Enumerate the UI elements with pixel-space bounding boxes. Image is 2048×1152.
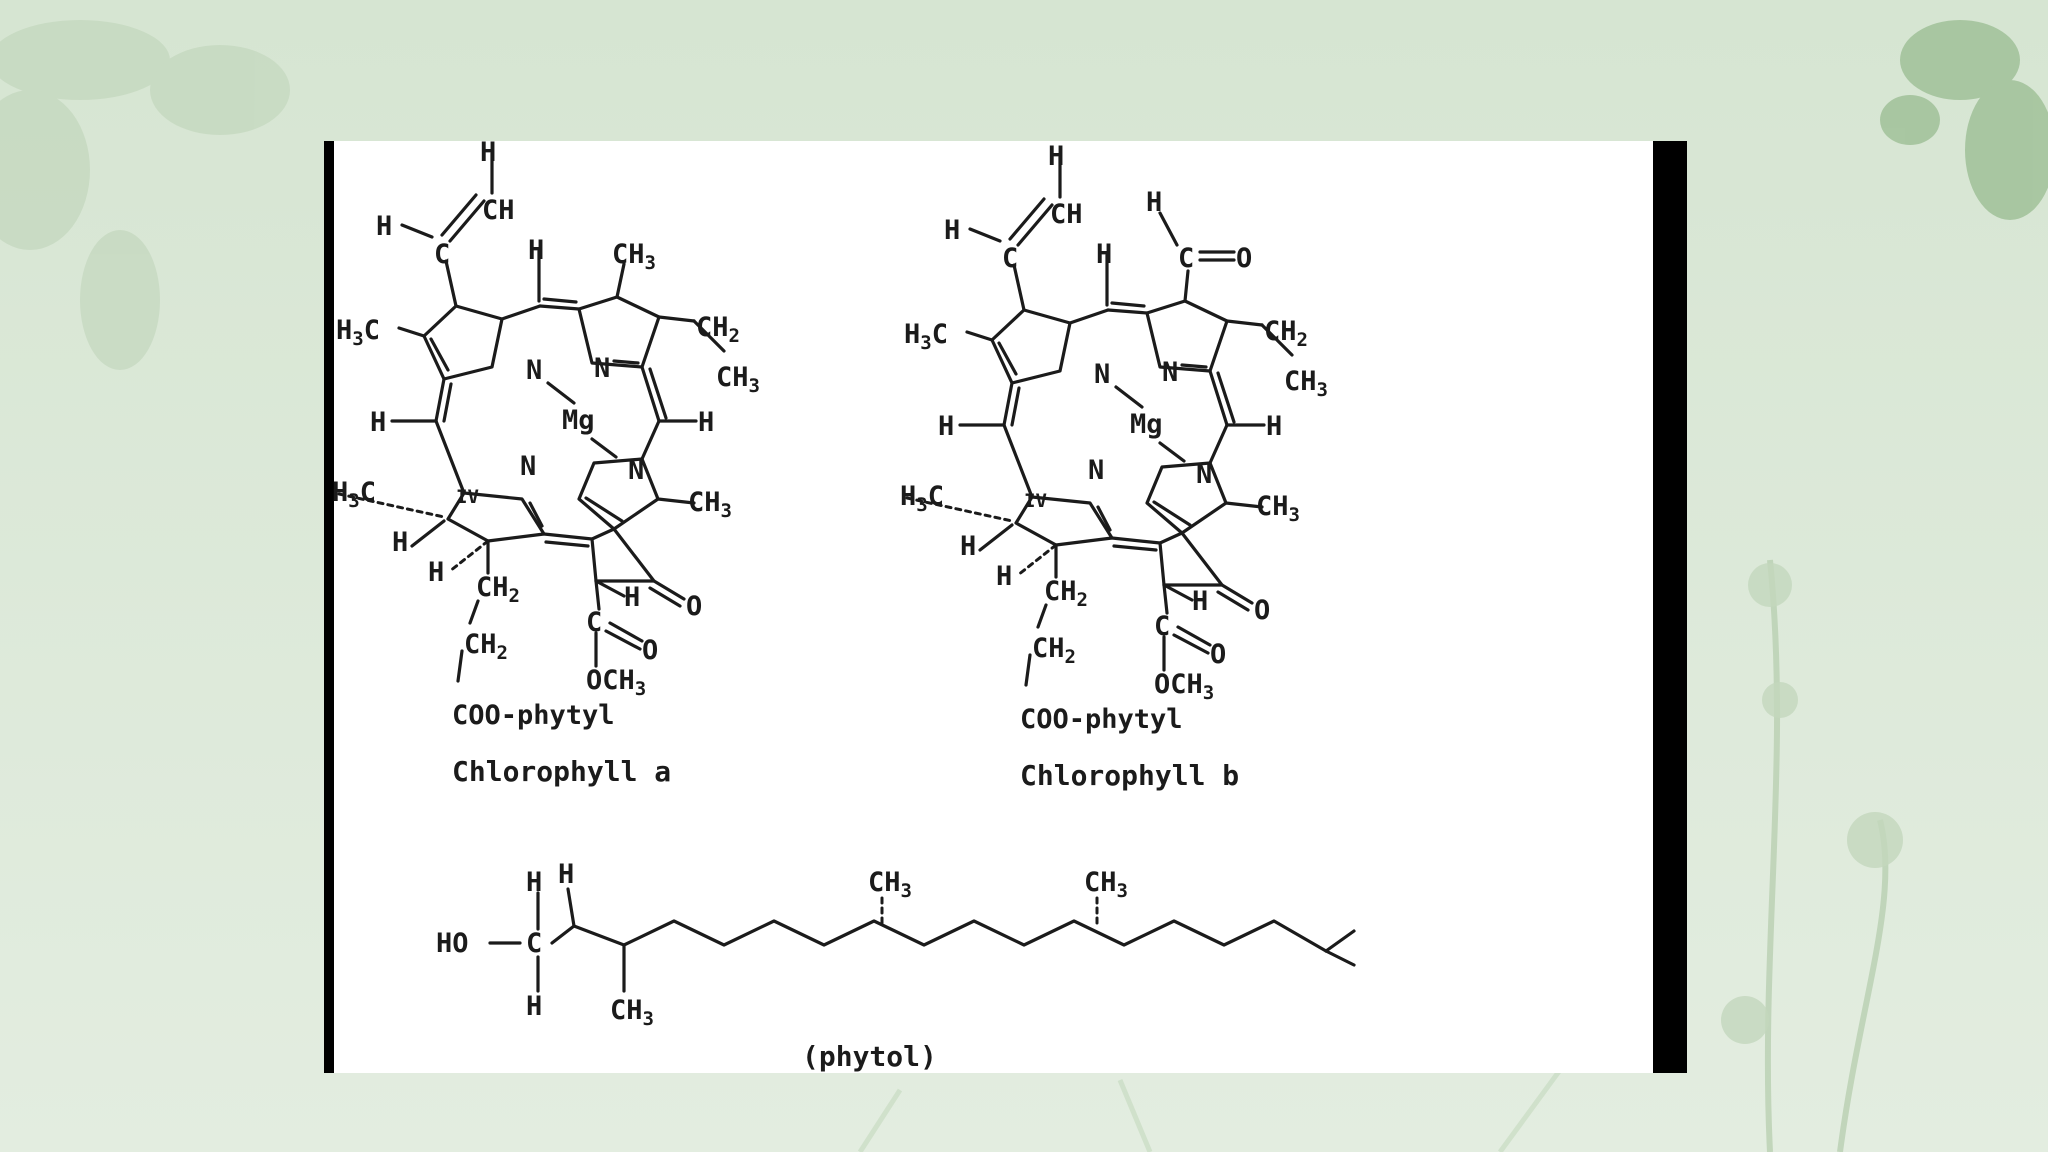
chl-a-vinyl-h-left: H: [376, 211, 392, 242]
chl-a-ester-o: O: [642, 635, 658, 666]
chl-b-ch2-ethyl: CH2: [1264, 316, 1308, 351]
phytol-ch3-c: CH3: [1084, 867, 1128, 902]
chl-b-h-meso-right: H: [1266, 411, 1282, 442]
chl-b-coo-phytyl: COO-phytyl: [1020, 704, 1183, 735]
chl-b-cho-o: O: [1236, 243, 1252, 274]
chl-a-n1: N: [526, 355, 542, 386]
chl-b-n3: N: [1088, 455, 1104, 486]
chl-a-ch2-chain2: CH2: [464, 629, 508, 664]
phytol-caption: (phytol): [802, 1040, 937, 1073]
chl-a-h-ring4-b: H: [428, 557, 444, 588]
leaf-silhouette-top-left: [0, 20, 290, 370]
chlorophyll-b-structure: H CH H C H H C O H3C CH2 CH3 N N Mg H H …: [900, 141, 1328, 792]
chl-a-mg: Mg: [562, 405, 595, 436]
chlorophyll-a-bonds: [337, 151, 726, 683]
chl-b-h-meso-left: H: [938, 411, 954, 442]
chl-b-h-ring4-a: H: [960, 531, 976, 562]
phytol-h-bottom: H: [526, 991, 542, 1022]
figure-left-border: [324, 141, 334, 1073]
chl-a-ester-c: C: [586, 607, 602, 638]
chl-a-h-meso-right: H: [698, 407, 714, 438]
chl-b-h-ring4-b: H: [996, 561, 1012, 592]
chl-a-ch3-right: CH3: [688, 487, 732, 522]
chl-a-ch3-ethyl: CH3: [716, 362, 760, 397]
chl-b-ester-c: C: [1154, 611, 1170, 642]
chl-b-ch3-right: CH3: [1256, 491, 1300, 526]
chl-a-vinyl-h-top: H: [480, 141, 496, 168]
chl-b-n2: N: [1162, 357, 1178, 388]
chl-b-ester-o: O: [1210, 639, 1226, 670]
chl-a-ch2-ethyl: CH2: [696, 312, 740, 347]
phytol-h-top2: H: [558, 859, 574, 890]
chl-b-vinyl-h-left: H: [944, 215, 960, 246]
chl-b-cho-h: H: [1146, 187, 1162, 218]
chl-b-caption: Chlorophyll b: [1020, 759, 1239, 792]
chl-b-keto-o: O: [1254, 595, 1270, 626]
chl-a-keto-o: O: [686, 591, 702, 622]
chl-a-coo-phytyl: COO-phytyl: [452, 700, 615, 731]
chl-a-h-ring4-a: H: [392, 527, 408, 558]
chl-b-ch2-chain1: CH2: [1044, 576, 1088, 611]
chl-b-h3c-left: H3C: [904, 319, 948, 354]
leaf-silhouette-top-right: [1880, 20, 2048, 220]
chl-b-och3: OCH3: [1154, 669, 1214, 704]
chlorophyll-a-structure: H CH H C H CH3 H3C CH2 CH3 N N Mg H H N …: [332, 141, 760, 788]
chl-a-h3c-ring4: H3C: [332, 477, 376, 512]
flower-heads-right: [1721, 563, 1903, 1044]
chl-a-och3: OCH3: [586, 665, 646, 700]
chl-a-ring4-label: IV: [456, 486, 479, 508]
chl-b-n1: N: [1094, 359, 1110, 390]
chl-a-h3c-left: H3C: [336, 315, 380, 350]
chl-b-meso-h-top: H: [1096, 239, 1112, 270]
chl-a-vinyl-ch: CH: [482, 195, 515, 226]
chlorophyll-figure: H CH H C H CH3 H3C CH2 CH3 N N Mg H H N …: [324, 141, 1687, 1073]
phytol-ho: HO: [436, 928, 469, 959]
phytol-c1: C: [526, 928, 542, 959]
phytol-h-top1: H: [526, 867, 542, 898]
chl-a-n4: N: [628, 455, 644, 486]
chl-b-ring4-label: IV: [1024, 490, 1047, 512]
chl-b-vinyl-h-top: H: [1048, 141, 1064, 172]
figure-right-border: [1653, 141, 1687, 1073]
structure-diagram: H CH H C H CH3 H3C CH2 CH3 N N Mg H H N …: [332, 141, 1356, 1073]
chl-b-h3c-ring4: H3C: [900, 481, 944, 516]
chl-a-ch2-chain1: CH2: [476, 572, 520, 607]
phytol-structure: H H HO C H CH3 CH3 CH3 (phytol): [436, 859, 1356, 1073]
chl-a-caption: Chlorophyll a: [452, 755, 671, 788]
chl-b-h-ring5: H: [1192, 586, 1208, 617]
chl-a-n3: N: [520, 451, 536, 482]
chl-a-h-meso-left: H: [370, 407, 386, 438]
phytol-bonds: [488, 887, 1356, 993]
chl-a-meso-h-top: H: [528, 235, 544, 266]
phytol-ch3-b: CH3: [868, 867, 912, 902]
chl-b-ch2-chain2: CH2: [1032, 633, 1076, 668]
chlorophyll-b-bonds: [905, 155, 1294, 687]
chl-a-h-ring5: H: [624, 582, 640, 613]
chl-b-vinyl-ch: CH: [1050, 199, 1083, 230]
chl-b-vinyl-c: C: [1002, 243, 1018, 274]
chl-a-vinyl-c: C: [434, 239, 450, 270]
chl-b-ch3-ethyl: CH3: [1284, 366, 1328, 401]
phytol-ch3-a: CH3: [610, 995, 654, 1030]
chl-b-cho-c: C: [1178, 243, 1194, 274]
chl-b-mg: Mg: [1130, 409, 1163, 440]
chl-b-n4: N: [1196, 459, 1212, 490]
grass-bottom: [857, 1068, 1563, 1152]
chl-a-ch3-top: CH3: [612, 239, 656, 274]
chl-a-n2: N: [594, 353, 610, 384]
